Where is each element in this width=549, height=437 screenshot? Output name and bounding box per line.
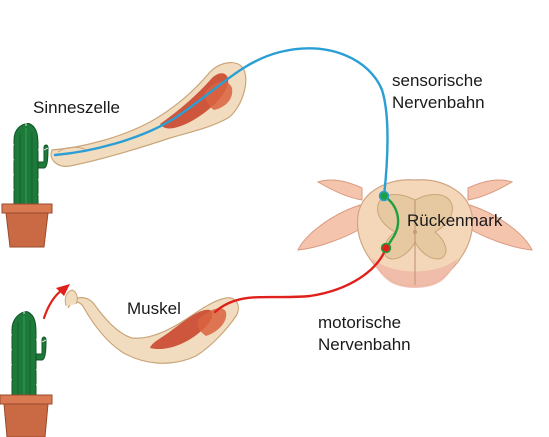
label-line: Nervenbahn: [392, 93, 485, 112]
label-motorische-nervenbahn: motorische Nervenbahn: [318, 312, 411, 356]
label-line: Nervenbahn: [318, 335, 411, 354]
label-line: sensorische: [392, 71, 483, 90]
spinal-cord-icon: [297, 179, 533, 288]
flower-pot-icon: [1, 203, 53, 248]
motor-nerve-path: [213, 246, 388, 314]
label-muskel: Muskel: [127, 299, 181, 318]
reflex-arrow-icon: [42, 284, 70, 320]
cactus-icon: [9, 122, 49, 207]
sensory-neuron-body: [378, 190, 390, 202]
label-rueckenmark: Rückenmark: [407, 211, 503, 230]
label-line: motorische: [318, 313, 402, 332]
sensory-nerve-path: [53, 47, 389, 198]
label-sensorische-nervenbahn: sensorische Nervenbahn: [392, 70, 485, 114]
cactus-icon: [7, 310, 47, 399]
arm-icon: [50, 62, 247, 167]
motor-neuron-body: [380, 242, 392, 254]
label-sinneszelle: Sinneszelle: [33, 98, 120, 117]
flower-pot-icon: [0, 394, 53, 437]
arm-icon: [64, 289, 239, 364]
